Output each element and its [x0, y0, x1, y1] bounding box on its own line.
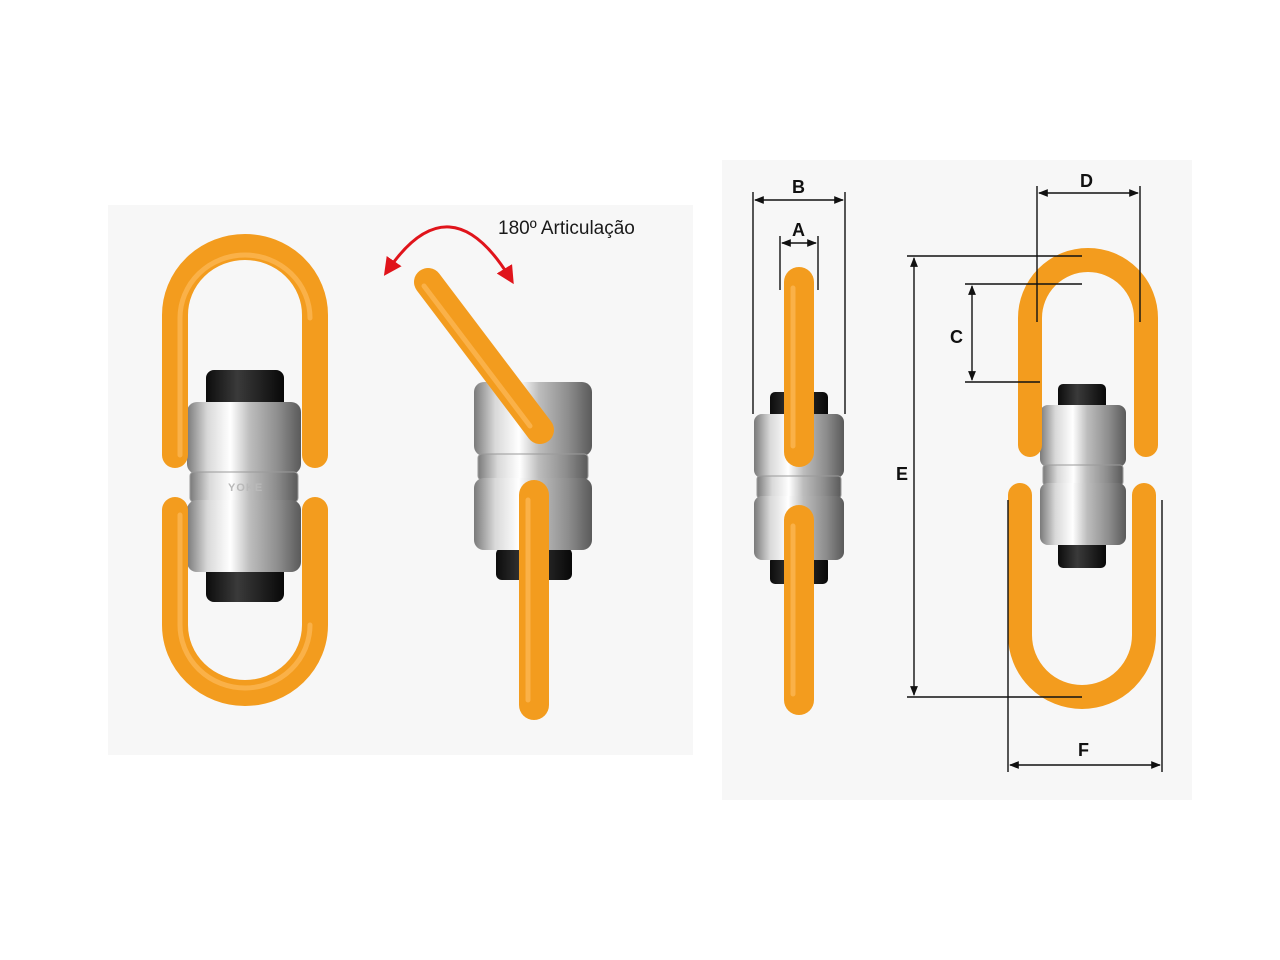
swivel-front-view: YOKE [162, 234, 328, 706]
dimension-c-label: C [950, 327, 963, 347]
dimension-e-label: E [896, 464, 908, 484]
dimension-b-label: B [792, 177, 805, 197]
articulation-caption: 180º Articulação [498, 218, 635, 239]
dimension-a-label: A [792, 220, 805, 240]
brand-mark: YOKE [228, 482, 263, 494]
dimension-f-label: F [1078, 740, 1089, 760]
swivel-side-view: B A [752, 177, 846, 715]
swivel-dimension-front-view: D C E F [896, 171, 1163, 772]
swivel-articulated-view: 180º Articulação [383, 218, 635, 720]
dimension-d-label: D [1080, 171, 1093, 191]
rotation-arrow-icon [383, 225, 514, 285]
